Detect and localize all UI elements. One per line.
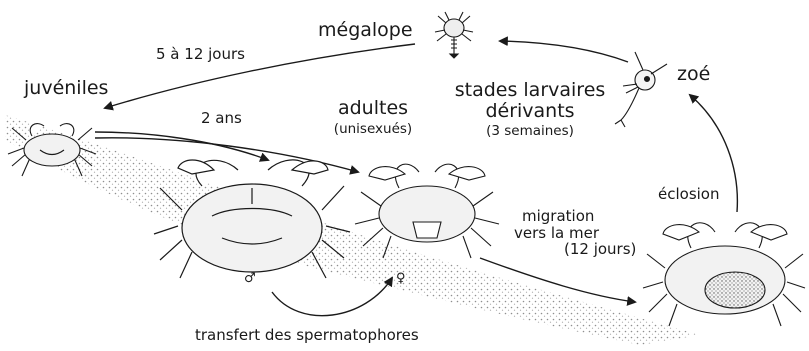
egg-bearing-female-crab [643,223,805,326]
label-migration-line2: vers la mer [514,225,634,242]
label-migration-duration: (12 jours) [514,241,634,258]
label-duration-megalope: 5 à 12 jours [156,46,245,63]
male-symbol: ♂ [244,272,256,286]
label-juveniles: juvéniles [24,78,108,99]
zoe-larva [615,52,667,127]
label-stades-line2: dérivants [442,101,618,122]
label-unisexues: (unisexués) [316,122,430,137]
label-migration: migration vers la mer (12 jours) [514,208,634,258]
label-zoe: zoé [677,64,710,85]
label-larval-duration: (3 semaines) [470,124,590,139]
label-spermatophore-transfer: transfert des spermatophores [195,327,419,344]
label-duration-juvenile: 2 ans [201,110,242,127]
arrow-zoe-to-megalope [500,41,628,62]
female-symbol: ♀ [396,272,406,286]
label-migration-line1: migration [514,208,634,225]
label-adultes: adultes [320,98,426,119]
megalope-larva [435,12,473,58]
label-stades-line1: stades larvaires [442,80,618,101]
label-eclosion: éclosion [658,186,720,203]
label-drifting-larval-stages: stades larvaires dérivants [442,80,618,122]
arrow-spermatophore-transfer [272,278,392,316]
label-megalope: mégalope [318,20,413,41]
